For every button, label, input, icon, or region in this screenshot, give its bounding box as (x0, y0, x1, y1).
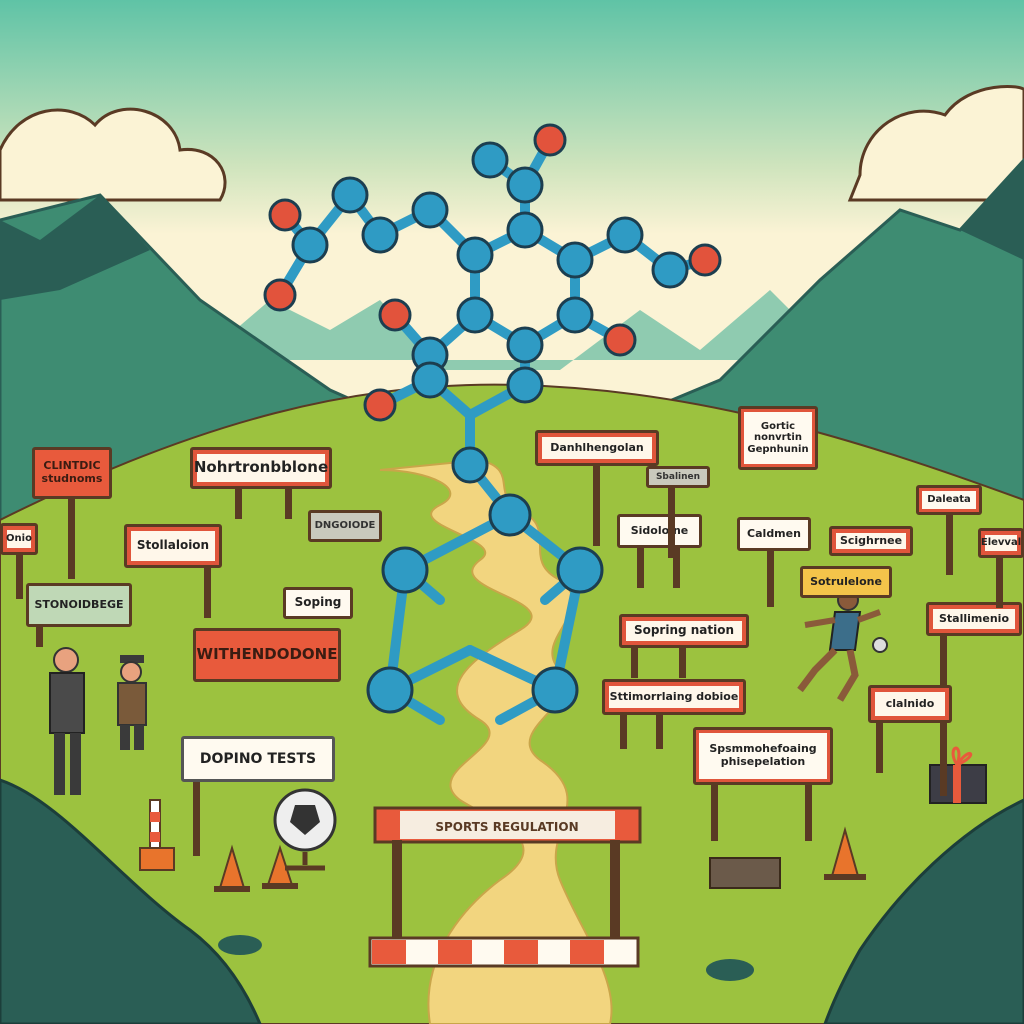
gift-box-icon (929, 746, 987, 804)
sign-stimulating-label: Sttimorrlaing dobioe (602, 679, 746, 715)
soccer-ball-globe-icon (273, 788, 337, 871)
oxygen-atom (263, 278, 297, 312)
barrier-icon (368, 806, 642, 968)
atom (606, 216, 644, 254)
atom (456, 296, 494, 334)
atom (506, 366, 544, 404)
sign-stelladon-label: Stollaloion (124, 524, 222, 568)
crate-icon (709, 857, 781, 889)
atom (451, 446, 489, 484)
sign-sbalinen: Sbalinen (646, 466, 710, 558)
traffic-cone-icon (214, 844, 250, 892)
sign-withendo-label: WITHENDODONE (193, 628, 341, 682)
sign-calamen: Caldmen (737, 517, 811, 607)
sign-small-left: Onio (0, 523, 38, 599)
atom (556, 296, 594, 334)
mountain-left-peak (0, 195, 150, 300)
atom (556, 546, 604, 594)
sign-clinic: CLINTDIC studnoms (32, 447, 112, 579)
sign-dngoode: DNGOIODE (308, 510, 382, 542)
hill-foreground-right (823, 798, 1024, 1024)
atom (331, 176, 369, 214)
sign-dan: Danhlhengolan (535, 430, 659, 546)
sign-scighrnee: Scighrnee (829, 526, 913, 556)
oxygen-atom (688, 243, 722, 277)
atom (456, 236, 494, 274)
sign-spmunch: Spsmmohefoaing phisepelation (693, 727, 833, 841)
oxygen-atom (363, 388, 397, 422)
atom (531, 666, 579, 714)
sign-stolrulebone-label: Sotrulelone (800, 566, 892, 598)
sign-doping-tests: DOPINO TESTS (181, 736, 335, 856)
sign-stimulating: Sttimorrlaing dobioe (602, 679, 746, 749)
atom (361, 216, 399, 254)
sign-stelladon: Stollaloion (124, 524, 222, 618)
sign-eleval-label: Elevval (978, 528, 1024, 558)
sign-doping-tests-label: DOPINO TESTS (181, 736, 335, 782)
sign-sbalinen-label: Sbalinen (646, 466, 710, 488)
sign-small-left-label: Onio (0, 523, 38, 555)
sign-daleata: Daleata (916, 485, 982, 575)
sign-dngoode-label: DNGOIODE (308, 510, 382, 542)
sign-dan-label: Danhlhengolan (535, 430, 659, 466)
mountain-right-peak (960, 160, 1024, 260)
sign-sidonine-label: Sidoloine (617, 514, 702, 548)
rock (218, 935, 262, 955)
sign-scighrnee-label: Scighrnee (829, 526, 913, 556)
atom (291, 226, 329, 264)
rock (706, 959, 754, 981)
traffic-cone-icon (824, 826, 866, 880)
athlete-runner-icon (797, 589, 888, 702)
atom (411, 191, 449, 229)
oxygen-atom (533, 123, 567, 157)
atom (381, 546, 429, 594)
sign-stallmenie: Stallimenio (926, 602, 1022, 796)
sign-garlic: Gortic nonvrtin Gepnhunin (738, 406, 818, 470)
sign-sports-regulation: SPORTS REGULATION (402, 816, 612, 840)
sign-stallmenie-label: Stallimenio (926, 602, 1022, 636)
sign-spmunch-label: Spsmmohefoaing phisepelation (693, 727, 833, 785)
official-person (49, 647, 85, 795)
atom (366, 666, 414, 714)
oxygen-atom (268, 198, 302, 232)
oxygen-atom (603, 323, 637, 357)
sign-clalmido: clalnido (868, 685, 952, 773)
atom (651, 251, 689, 289)
sign-soping-label: Soping (283, 587, 353, 619)
sign-soping: Soping (283, 587, 353, 619)
sign-clalmido-label: clalnido (868, 685, 952, 723)
sign-eleval: Elevval (978, 528, 1024, 608)
cloud-left (0, 107, 227, 202)
sign-sidonine: Sidoloine (617, 514, 702, 588)
sign-garlic-label: Gortic nonvrtin Gepnhunin (738, 406, 818, 470)
sign-dopingreg-label: Sopring nation (619, 614, 749, 648)
sign-stondrope-label: STONOIDBEGE (26, 583, 132, 627)
sign-nortron: Nohrtronbblone (190, 447, 332, 519)
sign-withendo: WITHENDODONE (193, 628, 341, 682)
sign-dopingreg: Sopring nation (619, 614, 749, 678)
atom (506, 166, 544, 204)
guard-person (117, 655, 147, 750)
striped-post-icon (139, 799, 175, 871)
sign-calamen-label: Caldmen (737, 517, 811, 551)
sign-stolrulebone: Sotrulelone (800, 566, 892, 598)
sign-stondrope: STONOIDBEGE (26, 583, 132, 647)
sign-nortron-label: Nohrtronbblone (190, 447, 332, 489)
hill-foreground-left (0, 778, 262, 1024)
atom (506, 326, 544, 364)
atom (471, 141, 509, 179)
sign-clinic-label: CLINTDIC studnoms (32, 447, 112, 499)
atom (488, 493, 532, 537)
cloud-right (847, 84, 1024, 202)
atom (556, 241, 594, 279)
oxygen-atom (378, 298, 412, 332)
atom (506, 211, 544, 249)
atom (411, 361, 449, 399)
sign-daleata-label: Daleata (916, 485, 982, 515)
sign-sports-regulation-label: SPORTS REGULATION (435, 820, 579, 835)
distant-mountains (200, 290, 840, 370)
molecule-atoms (263, 123, 722, 714)
